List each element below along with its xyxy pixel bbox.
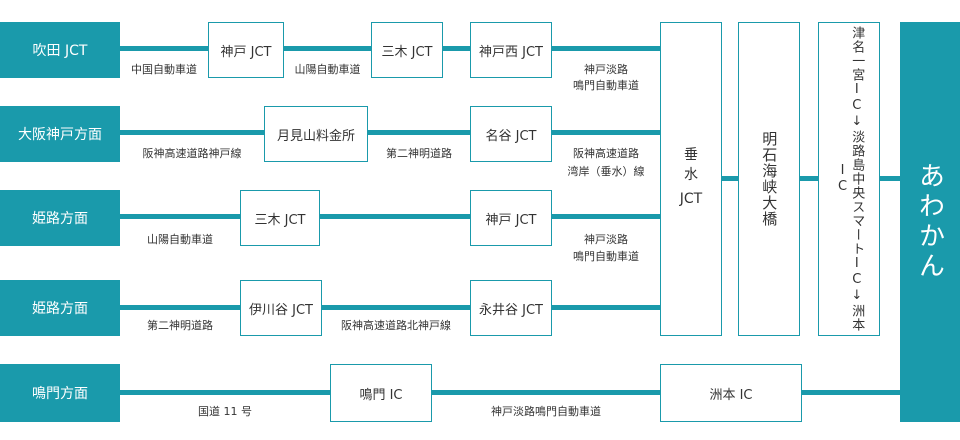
- origin-suita-jct: 吹田 JCT: [0, 22, 120, 78]
- road-label-hanshin-kita-kobe: 阪神高速道路北神戸線: [341, 319, 451, 332]
- road-label-kobe-awaji-naruto: 神戸淡路鳴門自動車道: [491, 405, 601, 418]
- node-nadani-jct: 名谷 JCT: [470, 106, 552, 162]
- node-tarumi-jct: 垂 水 JCT: [660, 22, 722, 336]
- road-label-daini-shinmei-row4: 第二神明道路: [147, 319, 213, 332]
- node-kobe-jct-row3: 神戸 JCT: [470, 190, 552, 246]
- node-awaji-exits: 津名一宮IC↓淡路島中央スマートIC↓洲本IC: [818, 22, 880, 336]
- road-label-hanshin-wangan-b: 湾岸（垂水）線: [567, 165, 645, 178]
- node-sumoto-ic: 洲本 IC: [660, 364, 802, 422]
- node-tsukimiyama-tollgate: 月見山料金所: [264, 106, 368, 162]
- node-kobe-nishi-jct: 神戸西 JCT: [470, 22, 552, 78]
- road-label-hanshin-kobe: 阪神高速道路神戸線: [142, 147, 242, 160]
- origin-himeji-2: 姫路方面: [0, 280, 120, 336]
- road-label-route-11: 国道 11 号: [198, 405, 252, 418]
- node-miki-jct-row1: 三木 JCT: [371, 22, 443, 78]
- route-line-tarumi-akashi: [722, 176, 738, 181]
- node-kobe-jct: 神戸 JCT: [208, 22, 284, 78]
- road-label-sanyo-row1: 山陽自動車道: [294, 63, 361, 76]
- route-line-row2: [120, 130, 660, 135]
- tarumi-char-3: JCT: [679, 191, 703, 207]
- road-label-kobe-awaji-row3-a: 神戸淡路: [584, 233, 628, 246]
- road-label-kobe-awaji-row1-b: 鳴門自動車道: [573, 79, 639, 92]
- route-line-row3: [120, 214, 660, 219]
- origin-naruto: 鳴門方面: [0, 364, 120, 422]
- route-line-row5: [120, 390, 900, 395]
- road-label-hanshin-wangan-a: 阪神高速道路: [573, 147, 639, 160]
- node-naruto-ic: 鳴門 IC: [330, 364, 432, 422]
- road-label-sanyo-row3: 山陽自動車道: [147, 233, 213, 246]
- node-nagaidani-jct: 永井谷 JCT: [470, 280, 552, 336]
- node-akashi-kaikyo-bridge: 明石海峡大橋: [738, 22, 800, 336]
- node-miki-jct-row3: 三木 JCT: [240, 190, 320, 246]
- origin-himeji-1: 姫路方面: [0, 190, 120, 246]
- destination-awakan: あわかん: [900, 22, 960, 422]
- tarumi-char-2: 水: [684, 167, 698, 183]
- route-line-exits-destination: [880, 176, 900, 181]
- node-ikawadani-jct: 伊川谷 JCT: [240, 280, 322, 336]
- route-line-akashi-exits: [800, 176, 818, 181]
- road-label-daini-shinmei-row2: 第二神明道路: [386, 147, 452, 160]
- tarumi-char-1: 垂: [684, 147, 698, 163]
- road-label-kobe-awaji-row3-b: 鳴門自動車道: [573, 250, 639, 263]
- route-line-row4: [120, 305, 660, 310]
- origin-osaka-kobe: 大阪神戸方面: [0, 106, 120, 162]
- road-label-chugoku: 中国自動車道: [131, 63, 197, 76]
- road-label-kobe-awaji-row1-a: 神戸淡路: [584, 63, 628, 76]
